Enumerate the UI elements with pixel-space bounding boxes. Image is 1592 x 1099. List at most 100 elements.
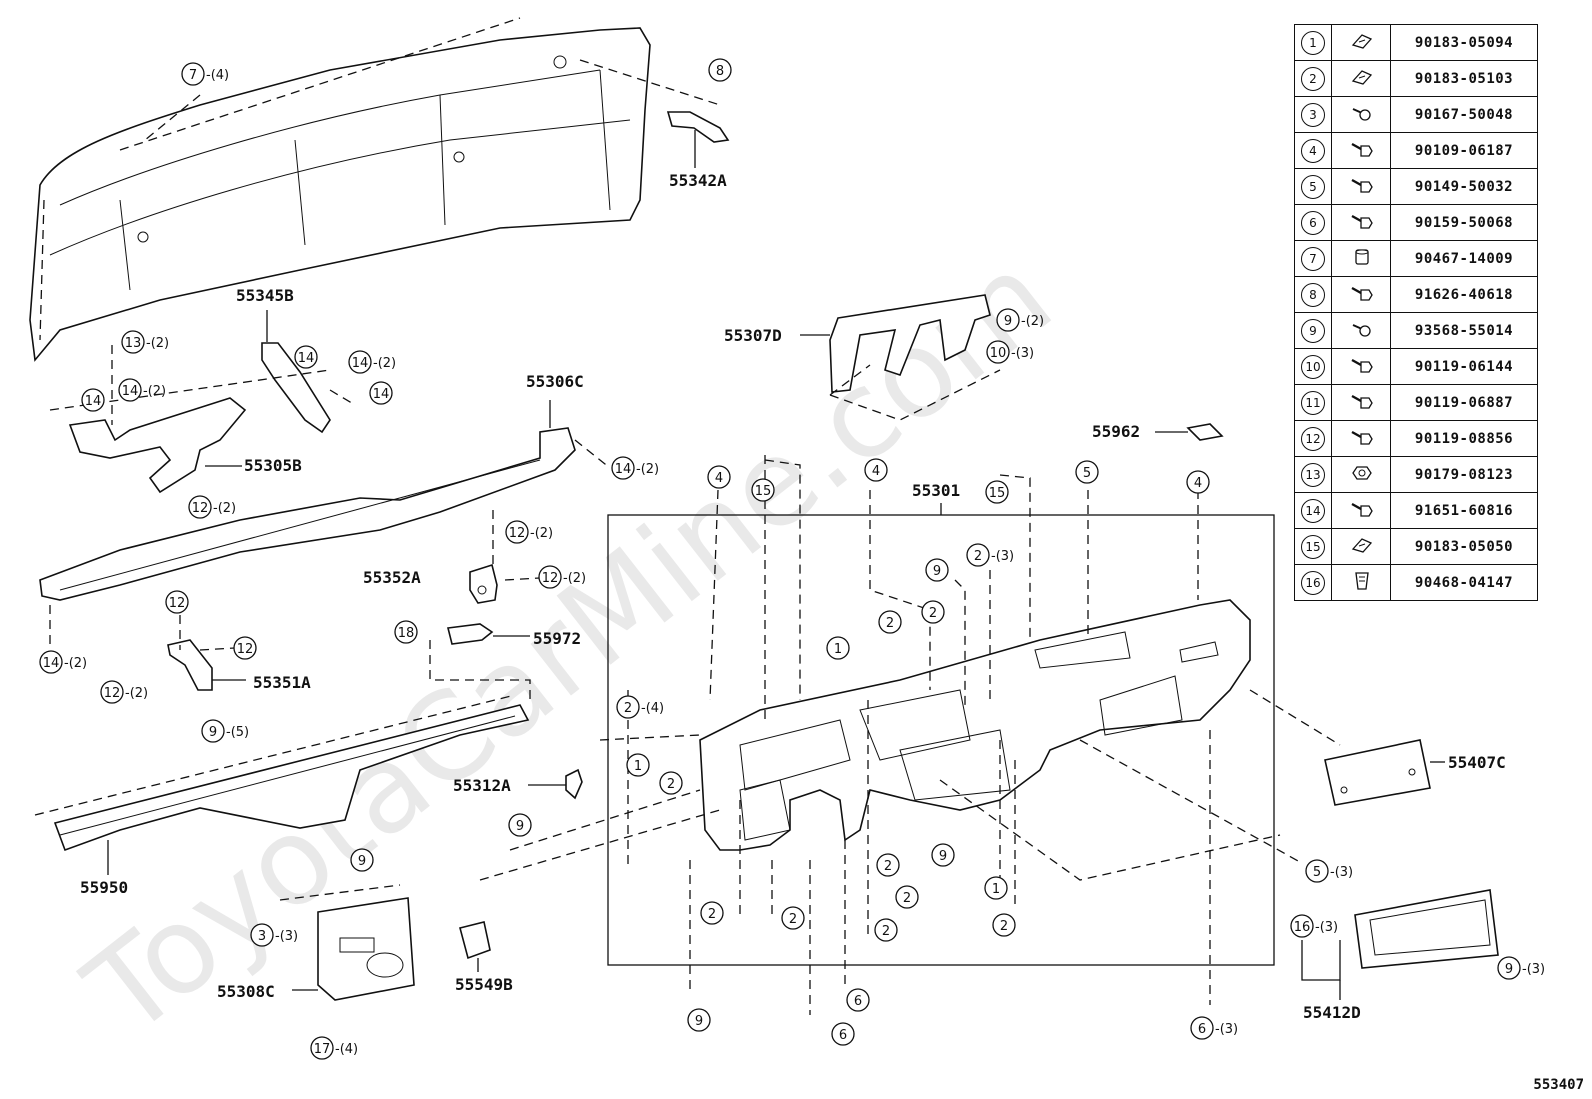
cowl-panel-drawing [29, 17, 721, 362]
svg-text:7: 7 [189, 68, 197, 83]
callout-c10: 14-(2) [611, 456, 659, 480]
svg-text:2: 2 [882, 924, 890, 939]
svg-text:15: 15 [989, 486, 1006, 501]
part-number-labels: 55342A 55345B 55305B 55306C 55307D 55962… [80, 171, 1506, 1022]
part-label-55351A[interactable]: 55351A [253, 673, 311, 692]
fastener-index: 9 [1301, 318, 1325, 343]
svg-text:2: 2 [903, 891, 911, 906]
fastener-row[interactable]: 3 90167-50048 [1294, 96, 1538, 133]
duct-55972 [447, 623, 530, 645]
svg-text:-(5): -(5) [226, 725, 249, 740]
svg-text:-(4): -(4) [641, 701, 664, 716]
svg-text:8: 8 [716, 64, 724, 79]
part-label-55308C[interactable]: 55308C [217, 982, 275, 1001]
svg-text:9: 9 [209, 725, 217, 740]
fastener-row[interactable]: 2 90183-05103 [1294, 60, 1538, 97]
part-label-55412D[interactable]: 55412D [1303, 1003, 1361, 1022]
svg-text:16: 16 [1294, 920, 1311, 935]
svg-text:17: 17 [314, 1042, 331, 1057]
svg-text:9: 9 [1004, 314, 1012, 329]
svg-text:12: 12 [509, 526, 526, 541]
callout-c35: 2-(4) [616, 695, 664, 719]
fastener-index: 2 [1301, 66, 1325, 91]
svg-text:-(2): -(2) [530, 526, 553, 541]
fastener-part-number: 90167-50048 [1390, 96, 1538, 133]
fastener-index: 14 [1301, 498, 1325, 523]
part-label-55352A[interactable]: 55352A [363, 568, 421, 587]
part-label-55306C[interactable]: 55306C [526, 372, 584, 391]
part-label-55549B[interactable]: 55549B [455, 975, 513, 994]
callout-c18: 9 -(5) [201, 719, 249, 743]
fastener-part-number: 90109-06187 [1390, 132, 1538, 169]
brace-55345B [261, 310, 331, 434]
callout-c26: 4 [864, 458, 888, 482]
callout-c49: 9 [687, 1008, 711, 1032]
svg-text:18: 18 [398, 626, 415, 641]
svg-text:-(2): -(2) [64, 656, 87, 671]
fastener-part-number: 90467-14009 [1390, 240, 1538, 277]
bolt-icon [1350, 499, 1373, 517]
svg-text:-(3): -(3) [991, 549, 1014, 564]
fastener-index: 5 [1301, 174, 1325, 199]
part-label-55962[interactable]: 55962 [1092, 422, 1140, 441]
fastener-part-number: 90183-05050 [1390, 528, 1538, 565]
callout-c6: 14 [81, 388, 105, 412]
svg-text:3: 3 [258, 929, 266, 944]
fastener-row[interactable]: 6 90159-50068 [1294, 204, 1538, 241]
callout-c33: 2 [921, 600, 945, 624]
svg-text:12: 12 [169, 596, 186, 611]
fastener-index: 11 [1301, 390, 1325, 415]
svg-text:9: 9 [358, 854, 366, 869]
callout-c31: 2-(3) [966, 543, 1014, 567]
svg-text:6: 6 [839, 1028, 847, 1043]
part-label-55312A[interactable]: 55312A [453, 776, 511, 795]
svg-text:15: 15 [755, 484, 772, 499]
callout-c14: 12 [233, 636, 257, 660]
part-label-55342A[interactable]: 55342A [669, 171, 727, 190]
instrument-panel-55301 [699, 599, 1251, 851]
callout-c47: 6 [846, 988, 870, 1012]
fastener-part-number: 90179-08123 [1390, 456, 1538, 493]
fastener-index: 12 [1301, 426, 1325, 451]
part-label-55972[interactable]: 55972 [533, 629, 581, 648]
part-label-55407C[interactable]: 55407C [1448, 753, 1506, 772]
svg-text:14: 14 [122, 384, 139, 399]
bolt-icon [1350, 211, 1373, 229]
part-label-55307D[interactable]: 55307D [724, 326, 782, 345]
part-label-55950[interactable]: 55950 [80, 878, 128, 897]
svg-text:14: 14 [373, 387, 390, 402]
fastener-part-number: 90159-50068 [1390, 204, 1538, 241]
callout-c5: 14-(2) [348, 350, 396, 374]
brace-55307D [800, 294, 1001, 421]
svg-text:4: 4 [1194, 476, 1202, 491]
svg-text:9: 9 [516, 819, 524, 834]
fastener-index: 10 [1301, 354, 1325, 379]
fastener-part-number: 90183-05103 [1390, 60, 1538, 97]
part-label-55305B[interactable]: 55305B [244, 456, 302, 475]
svg-text:-(2): -(2) [1021, 314, 1044, 329]
cap-55549B [459, 921, 491, 972]
part-label-55301[interactable]: 55301 [912, 481, 960, 500]
svg-text:14: 14 [615, 462, 632, 477]
callout-c29: 4 [1186, 470, 1210, 494]
callout-c22: 9 -(2) [996, 308, 1044, 332]
fastener-index: 3 [1301, 102, 1325, 127]
part-label-55345B[interactable]: 55345B [236, 286, 294, 305]
clip-nut-icon [1350, 31, 1373, 49]
fastener-index: 6 [1301, 210, 1325, 235]
